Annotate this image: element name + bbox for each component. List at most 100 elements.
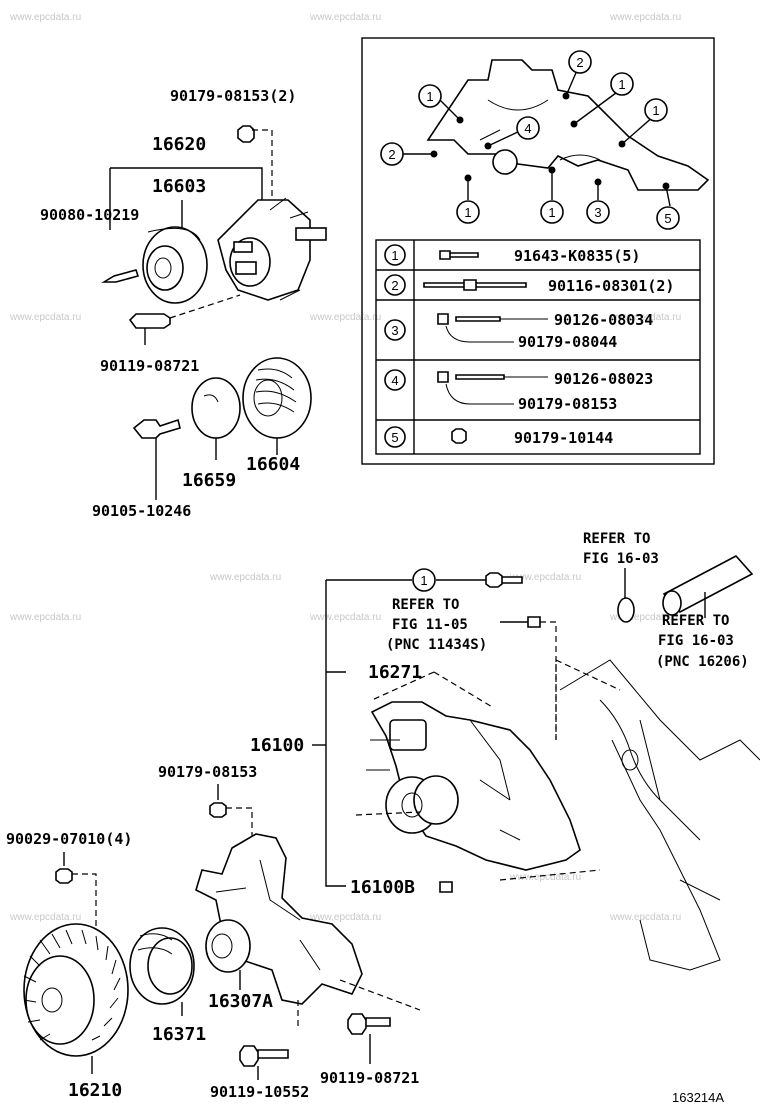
part-label-16603[interactable]: 16603 [152, 176, 206, 197]
pump-bore-icon [401, 792, 423, 818]
part-label-16100B[interactable]: 16100B [350, 877, 415, 898]
fan-clutch-face-icon [25, 955, 95, 1045]
watermark: www.epcdata.ru [509, 872, 581, 883]
part-label-16271[interactable]: 16271 [368, 662, 422, 683]
callout-leader [402, 67, 671, 207]
table-row-3-part-b[interactable]: 90179-08044 [518, 333, 617, 351]
callout-4[interactable] [516, 116, 540, 140]
fan-clutch-hub-icon [41, 987, 63, 1013]
part-label-90119-08721-bot[interactable]: 90119-08721 [320, 1069, 419, 1087]
refer-note-2[interactable]: (PNC 11434S) [386, 637, 487, 653]
pulley-hub-icon [146, 245, 184, 291]
part-label-90080-10219[interactable]: 90080-10219 [40, 206, 139, 224]
refer-note-2[interactable]: FIG 11-05 [392, 617, 468, 633]
callout-number: 1 [426, 89, 433, 104]
pump-hub-icon [413, 775, 459, 825]
pulley-edge [147, 227, 201, 241]
table-key-5 [384, 426, 406, 448]
bracket-boss-icon [205, 919, 251, 973]
table-row-1-part[interactable]: 91643-K0835(5) [514, 247, 640, 265]
watermark: www.epcdata.ru [309, 612, 381, 623]
engine-boss-icon [621, 749, 639, 771]
callout-1[interactable] [418, 84, 442, 108]
part-label-16371[interactable]: 16371 [152, 1024, 206, 1045]
part-label-90105-10246[interactable]: 90105-10246 [92, 502, 191, 520]
table-row-4-part-b[interactable]: 90179-08153 [518, 395, 617, 413]
part-label-16659[interactable]: 16659 [182, 470, 236, 491]
callout-1[interactable] [456, 200, 480, 224]
watermark: www.epcdata.ru [309, 912, 381, 923]
fan-bracket-group: 90179-08153 90029-07010(4) 16210 16371 1… [6, 763, 421, 1101]
part-label-16100[interactable]: 16100 [250, 735, 304, 756]
part-label-90119-08721-top[interactable]: 90119-08721 [100, 357, 199, 375]
watermark: www.epcdata.ru [9, 612, 81, 623]
table-row-5-part[interactable]: 90179-10144 [514, 429, 613, 447]
bolt-icon [101, 269, 140, 283]
nut-icon [451, 428, 467, 444]
leader-dash [355, 659, 621, 881]
part-label-90179-08153-b[interactable]: 90179-08153 [158, 763, 257, 781]
table-row-2-part[interactable]: 90116-08301(2) [548, 277, 674, 295]
callout-1[interactable] [644, 98, 668, 122]
part-label-16620[interactable]: 16620 [152, 134, 206, 155]
plate-detail [203, 394, 219, 403]
fan-bracket-icon [195, 833, 363, 1005]
bolt-table: 1 91643-K0835(5) 2 90116-08301(2) 3 9012… [375, 239, 701, 455]
refer-note-3[interactable]: REFER TO [662, 613, 729, 629]
part-label-16604[interactable]: 16604 [246, 454, 300, 475]
callout-number: 1 [464, 205, 471, 220]
leader-dash [540, 621, 557, 740]
refer-note-3[interactable]: FIG 16-03 [658, 633, 734, 649]
stud-with-nut-icon [437, 371, 505, 383]
callout-number: 1 [618, 77, 625, 92]
leader-dash [297, 979, 421, 1030]
table-key-number: 5 [391, 430, 398, 445]
bracket-stud-icon [235, 261, 257, 275]
table-key-number: 3 [391, 323, 398, 338]
refer-note-1[interactable]: FIG 16-03 [583, 551, 659, 567]
cover-port-icon [492, 149, 518, 175]
table-key-1 [384, 244, 406, 266]
table-border [375, 239, 701, 455]
callout-3[interactable] [586, 200, 610, 224]
callouts: 1 2 1 1 2 4 1 1 3 5 [380, 50, 680, 230]
panel-border [361, 37, 715, 465]
part-label-90119-10552[interactable]: 90119-10552 [210, 1083, 309, 1101]
callout-number: 3 [594, 205, 601, 220]
refer-note-2[interactable]: REFER TO [392, 597, 459, 613]
refer-note-1[interactable]: REFER TO [583, 531, 650, 547]
callout-1[interactable] [540, 200, 564, 224]
callout-5[interactable] [656, 206, 680, 230]
watermark: www.epcdata.ru [9, 912, 81, 923]
pipe-end-icon [662, 590, 682, 616]
table-key-number: 4 [391, 373, 398, 388]
part-label-16210[interactable]: 16210 [68, 1080, 122, 1101]
table-key-number: 2 [391, 278, 398, 293]
bolt-icon [132, 418, 181, 439]
callout-1[interactable] [610, 72, 634, 96]
table-key-4 [384, 369, 406, 391]
watermark: www.epcdata.ru [609, 12, 681, 23]
nut-icon [55, 868, 73, 884]
leader-dash [226, 807, 253, 840]
cover-detail [479, 99, 601, 161]
bracket-stud-icon [233, 241, 253, 253]
watermark: www.epcdata.ru [309, 12, 381, 23]
refer-note-3[interactable]: (PNC 16206) [656, 654, 749, 670]
part-label-90029-07010-4[interactable]: 90029-07010(4) [6, 830, 132, 848]
watermark: www.epcdata.ru [509, 572, 581, 583]
part-label-90179-08153-2[interactable]: 90179-08153(2) [170, 87, 296, 105]
engine-block-outline [559, 659, 760, 971]
bolt-icon [347, 1013, 391, 1035]
callout-2[interactable] [380, 142, 404, 166]
callout-number: 2 [576, 55, 583, 70]
part-label-16307A[interactable]: 16307A [208, 991, 273, 1012]
table-row-4-part-a[interactable]: 90126-08023 [554, 370, 653, 388]
callout-1[interactable] [412, 568, 436, 592]
fan-pulley-inner-icon [147, 937, 193, 995]
callout-number: 4 [524, 121, 531, 136]
callout-2[interactable] [568, 50, 592, 74]
table-row-3-part-a[interactable]: 90126-08034 [554, 311, 653, 329]
watermark: www.epcdata.ru [609, 312, 681, 323]
